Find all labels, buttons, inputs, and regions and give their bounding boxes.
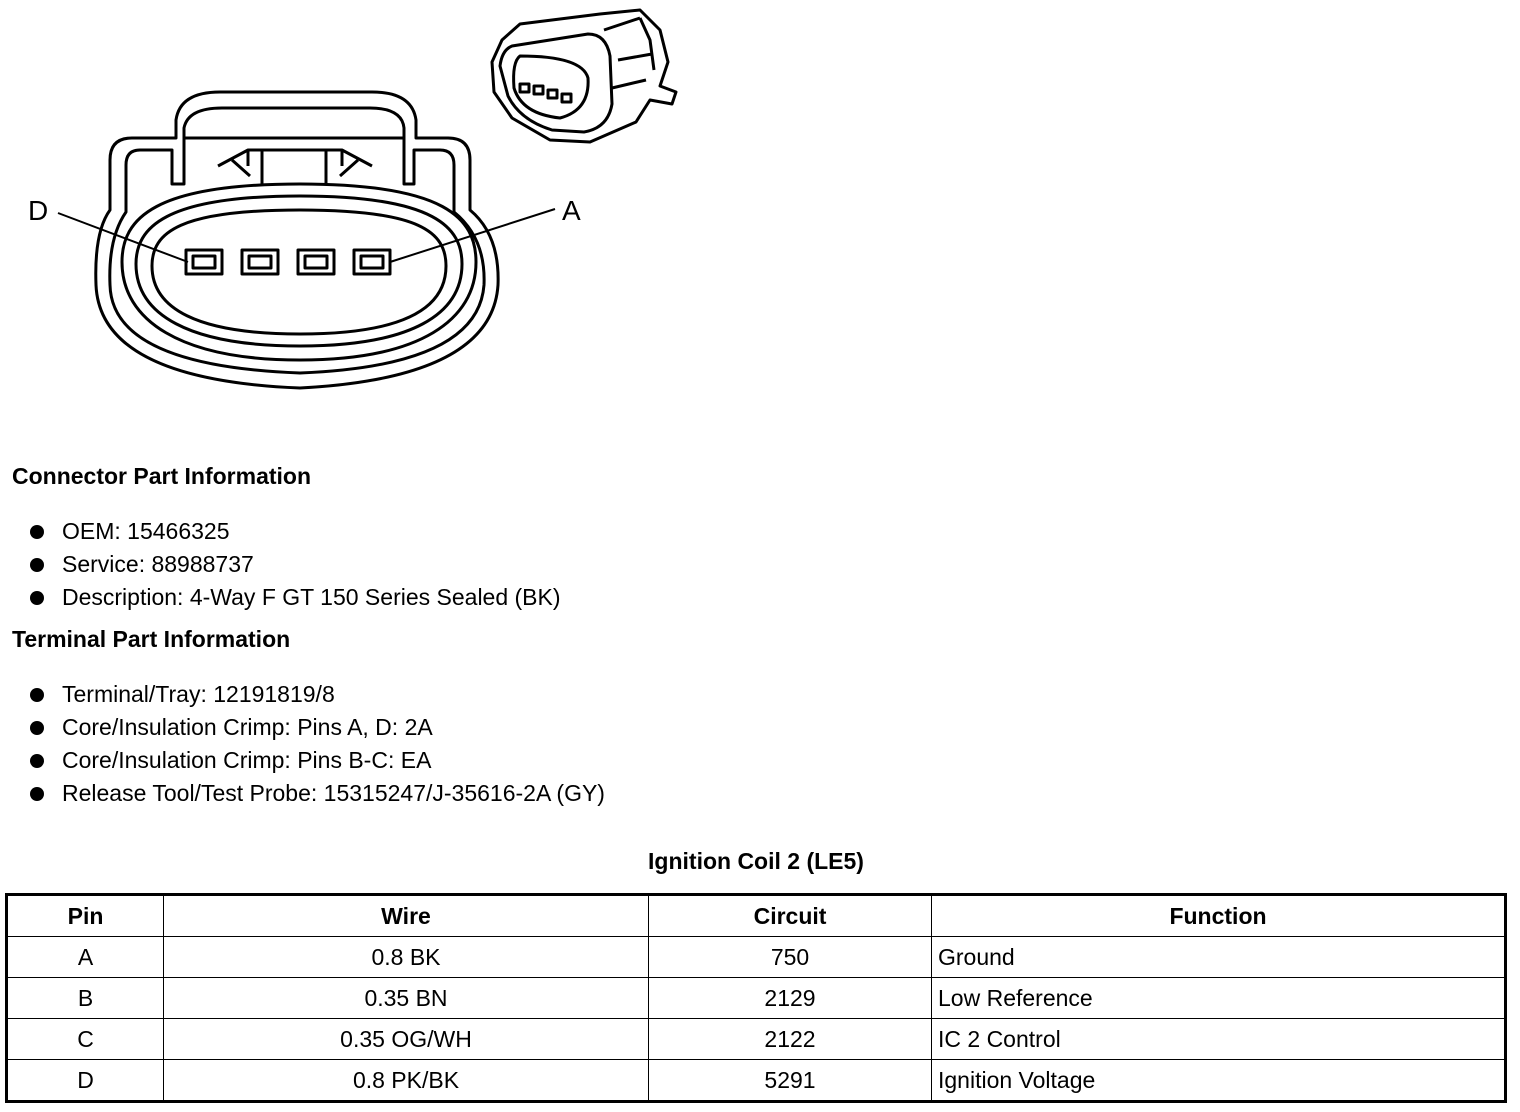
list-item: Description: 4-Way F GT 150 Series Seale… <box>28 581 561 614</box>
leader-line-a <box>389 208 556 263</box>
cell-wire: 0.35 OG/WH <box>163 1018 649 1060</box>
terminal-info-heading: Terminal Part Information <box>12 626 291 652</box>
seal-ring-outer <box>120 182 478 362</box>
cell-circuit: 750 <box>648 936 932 978</box>
terminal-cavity-area <box>150 208 448 336</box>
leader-line-d <box>57 212 189 263</box>
connector-info-list: OEM: 15466325 Service: 88988737 Descript… <box>28 515 561 614</box>
cell-function: Low Reference <box>931 977 1506 1019</box>
cell-wire: 0.35 BN <box>163 977 649 1019</box>
cell-pin: A <box>6 936 164 978</box>
table-row: D 0.8 PK/BK 5291 Ignition Voltage <box>6 1059 1506 1102</box>
column-header-pin: Pin <box>6 894 164 937</box>
column-header-circuit: Circuit <box>648 894 932 937</box>
cell-pin: D <box>6 1059 164 1102</box>
pin-label-a: A <box>562 195 581 226</box>
connector-3d-view-icon <box>490 8 678 144</box>
cell-circuit: 5291 <box>648 1059 932 1102</box>
list-item: Terminal/Tray: 12191819/8 <box>28 678 605 711</box>
cell-function: Ground <box>931 936 1506 978</box>
connector-inner-shell <box>108 106 486 375</box>
connector-latch <box>182 136 406 184</box>
column-header-wire: Wire <box>163 894 649 937</box>
column-header-function: Function <box>931 894 1506 937</box>
list-item: OEM: 15466325 <box>28 515 561 548</box>
table-row: C 0.35 OG/WH 2122 IC 2 Control <box>6 1018 1506 1060</box>
cell-wire: 0.8 PK/BK <box>163 1059 649 1102</box>
connector-diagram: D A <box>28 8 678 390</box>
cell-circuit: 2129 <box>648 977 932 1019</box>
connector-info-heading: Connector Part Information <box>12 463 312 489</box>
connector-outer-shell <box>94 90 500 390</box>
cell-pin: B <box>6 977 164 1019</box>
pin-label-d: D <box>28 195 48 226</box>
latch-detail <box>231 158 359 178</box>
terminal-cavities <box>184 248 392 276</box>
table-header-row: Pin Wire Circuit Function <box>6 894 1506 937</box>
list-item: Service: 88988737 <box>28 548 561 581</box>
cell-function: Ignition Voltage <box>931 1059 1506 1102</box>
list-item: Core/Insulation Crimp: Pins A, D: 2A <box>28 711 605 744</box>
cell-pin: C <box>6 1018 164 1060</box>
pinout-table: Pin Wire Circuit Function A 0.8 BK 750 G… <box>5 893 1507 1103</box>
table-title: Ignition Coil 2 (LE5) <box>648 848 864 874</box>
cell-function: IC 2 Control <box>931 1018 1506 1060</box>
terminal-info-list: Terminal/Tray: 12191819/8 Core/Insulatio… <box>28 678 605 810</box>
list-item: Core/Insulation Crimp: Pins B-C: EA <box>28 744 605 777</box>
table-row: B 0.35 BN 2129 Low Reference <box>6 977 1506 1019</box>
table-row: A 0.8 BK 750 Ground <box>6 936 1506 978</box>
cell-wire: 0.8 BK <box>163 936 649 978</box>
seal-ring-middle <box>134 194 464 348</box>
list-item: Release Tool/Test Probe: 15315247/J-3561… <box>28 777 605 810</box>
cell-circuit: 2122 <box>648 1018 932 1060</box>
